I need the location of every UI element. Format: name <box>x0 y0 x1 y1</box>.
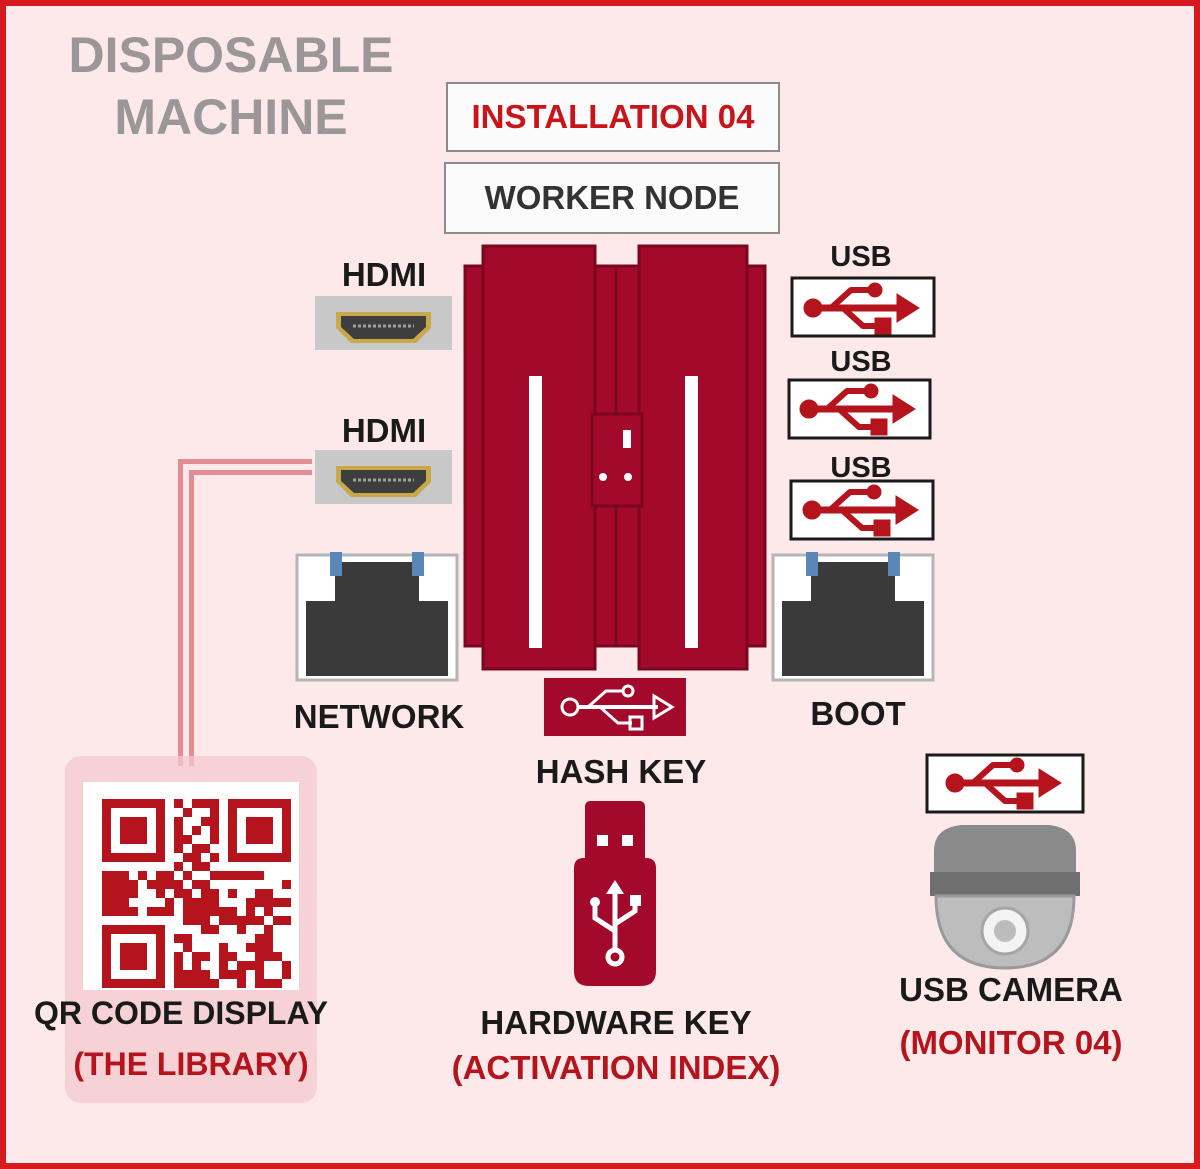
qr-display-sublabel: (THE LIBRARY) <box>73 1046 309 1082</box>
qr-cable <box>178 459 312 766</box>
hdmi-top-label: HDMI <box>341 256 427 293</box>
usb-3-label: USB <box>830 452 892 484</box>
usb-drive-icon <box>574 801 656 986</box>
ethernet-port-icon <box>771 552 935 682</box>
qr-display <box>65 756 317 1103</box>
hdmi-port-icon <box>315 450 452 504</box>
usb-1-label: USB <box>830 241 892 273</box>
hdmi-port-icon <box>315 296 452 350</box>
hash-key-port <box>544 678 686 736</box>
usb-symbol-icon <box>560 684 675 731</box>
machine-body <box>463 244 767 671</box>
dome-camera-icon <box>930 825 1080 970</box>
camera-usb-port <box>925 753 1085 814</box>
qr-code-icon <box>102 799 291 988</box>
usb-camera-sublabel: (MONITOR 04) <box>899 1024 1123 1061</box>
qr-display-label: QR CODE DISPLAY <box>34 995 328 1031</box>
installation-box: INSTALLATION 04 <box>446 82 780 152</box>
installation-label: INSTALLATION 04 <box>471 98 755 135</box>
hdmi-bottom-label: HDMI <box>341 412 427 449</box>
boot-label: BOOT <box>810 695 906 732</box>
diagram-title: DISPOSABLE MACHINE <box>46 24 416 148</box>
usb-2-label: USB <box>830 346 892 378</box>
title-line-1: DISPOSABLE <box>68 27 394 83</box>
usb-port-2 <box>787 378 932 440</box>
worker-node-box: WORKER NODE <box>444 162 780 234</box>
title-line-2: MACHINE <box>114 89 348 145</box>
network-label: NETWORK <box>293 698 465 735</box>
usb-port-3 <box>789 479 935 541</box>
hash-key-label: HASH KEY <box>535 753 707 790</box>
usb-port-1 <box>790 276 936 338</box>
ethernet-port-icon <box>295 552 459 682</box>
hardware-key-label: HARDWARE KEY <box>480 1004 752 1041</box>
worker-node-label: WORKER NODE <box>484 179 740 216</box>
hardware-key-sublabel: (ACTIVATION INDEX) <box>451 1049 781 1086</box>
diagram-graphics <box>65 244 1085 1103</box>
usb-camera-label: USB CAMERA <box>899 971 1123 1008</box>
